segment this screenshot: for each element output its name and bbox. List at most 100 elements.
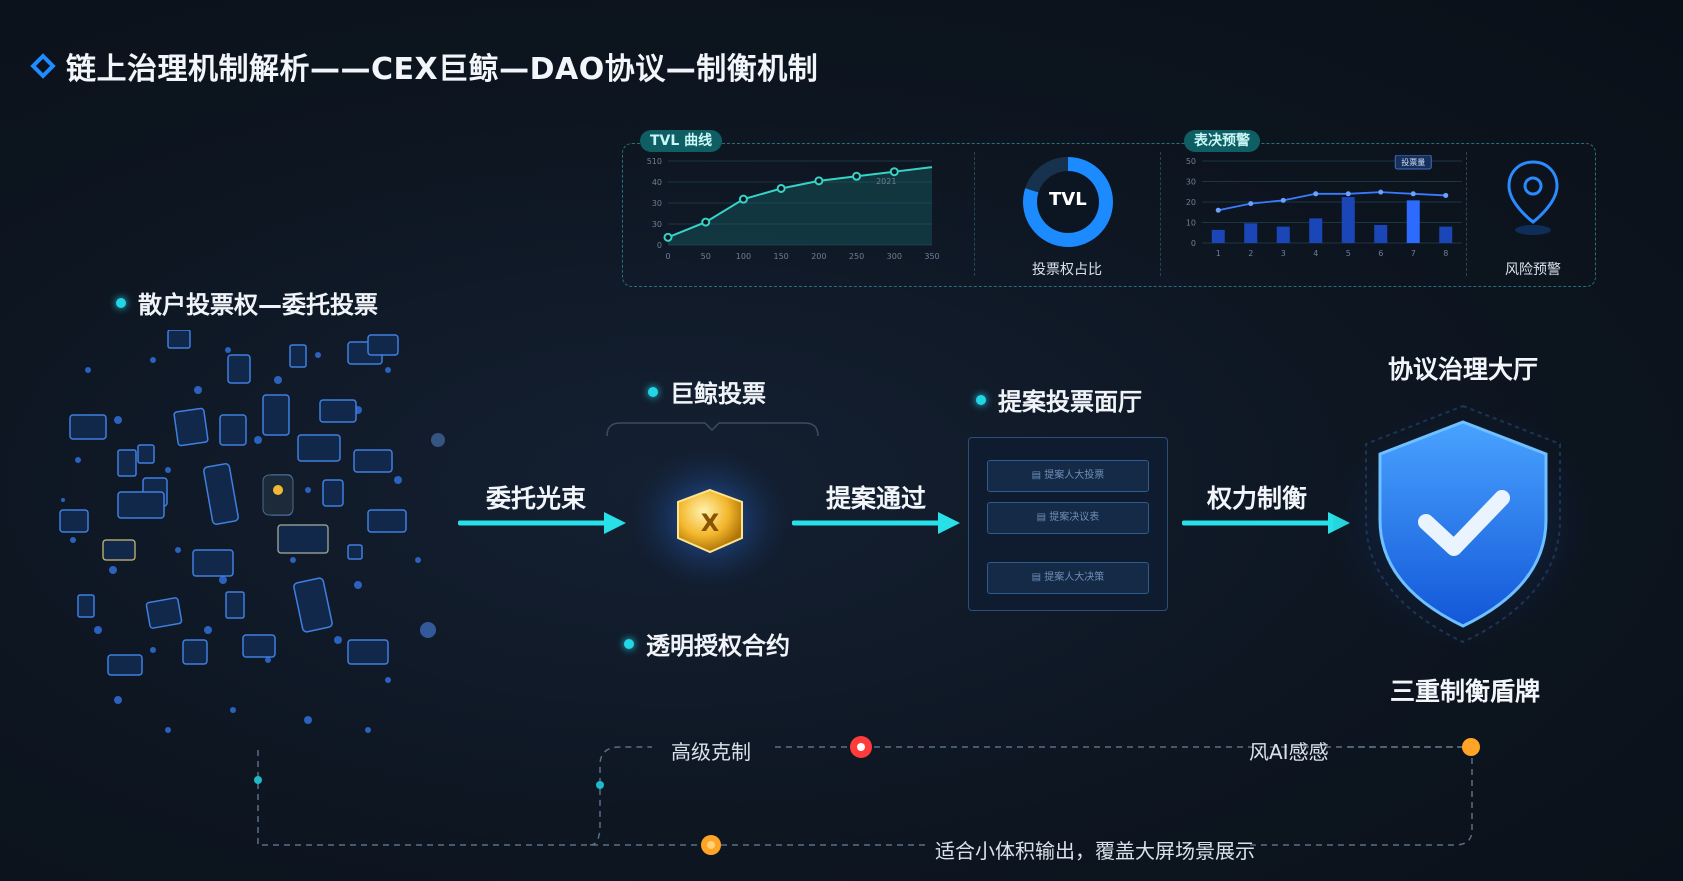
proposal-hall-label: 提案投票面厅: [976, 382, 1142, 417]
proposal-item[interactable]: ▤ 提案人大投票: [987, 460, 1149, 492]
x-tick-label: 2: [1248, 249, 1253, 258]
bottom-label-2: 风AI感感: [1249, 740, 1329, 764]
delegation-arrow: [458, 512, 626, 534]
tvl-point: [738, 194, 748, 204]
vote-trend-point: [1345, 191, 1351, 197]
highlight-cards: [102, 474, 329, 561]
crowd-dots: [61, 347, 445, 733]
voting-share-donut: [1023, 157, 1113, 247]
vote-trend-point: [1378, 189, 1384, 195]
y-tick-label: 30: [652, 199, 662, 208]
donut-slice: [1023, 157, 1113, 247]
tvl-area: [668, 167, 932, 245]
vote-trend-point: [1410, 191, 1416, 197]
vote-bar: [1439, 226, 1453, 243]
y-tick-label: 50: [1186, 157, 1196, 166]
tvl-year-label: 2021: [876, 177, 896, 186]
tvl-line: [667, 166, 933, 239]
divider: [974, 152, 977, 276]
bottom-label-3: 适合小体积输出，覆盖大屏场景展示: [935, 839, 1255, 863]
voting-share-caption: 投票权占比: [1032, 262, 1102, 278]
x-tick-label: 200: [811, 252, 826, 261]
divider: [1466, 152, 1469, 276]
tvl-chip: TVL 曲线: [640, 130, 723, 152]
donut-hole: [1038, 172, 1098, 232]
voter-cards: [59, 330, 407, 676]
x-tick-label: 3: [1281, 249, 1286, 258]
whale-bracket: [606, 422, 819, 437]
whale-token-graphic: X: [620, 440, 800, 600]
shield-graphic: [1333, 404, 1593, 645]
proposal-hall-text: 提案投票面厅: [998, 388, 1142, 416]
vote-trend-line: [1218, 191, 1446, 212]
vote-bar: [1406, 200, 1420, 243]
proposal-item[interactable]: ▤ 提案人大决策: [987, 562, 1149, 594]
retail-voting-text: 散户投票权—委托投票: [138, 291, 378, 319]
triple-shield-label: 三重制衡盾牌: [1390, 677, 1541, 706]
retail-voting-label: 散户投票权—委托投票: [116, 285, 378, 320]
donut-center-label: TVL: [1049, 189, 1087, 210]
y-tick-label: 30: [1186, 178, 1196, 187]
retail-crowd-graphic: [59, 330, 445, 733]
vote-bar: [1244, 223, 1258, 243]
transparent-contract-text: 透明授权合约: [646, 632, 790, 660]
protocol-hall-title: 协议治理大厅: [1388, 355, 1539, 384]
risk-warning-caption: 风险预警: [1505, 262, 1561, 278]
bullet-icon: [624, 638, 634, 649]
risk-location-icon: [1507, 160, 1559, 235]
page-title-text: 链上治理机制解析——CEX巨鲸—DAO协议—制衡机制: [66, 52, 819, 87]
x-tick-label: 8: [1443, 249, 1448, 258]
y-tick-label: 10: [1186, 219, 1196, 228]
diamond-icon: [30, 53, 56, 79]
y-tick-label: 0: [1191, 239, 1196, 248]
page-title: 链上治理机制解析——CEX巨鲸—DAO协议—制衡机制: [30, 44, 819, 88]
bottom-flow-lines: [254, 736, 1480, 855]
vote-bar: [1341, 197, 1355, 243]
tvl-point: [776, 183, 786, 193]
proposal-arrow: [792, 512, 960, 534]
svg-text:X: X: [701, 509, 720, 537]
vote-bar: [1309, 218, 1323, 243]
tvl-point: [889, 167, 899, 177]
vote-warning-chip: 表决预警: [1184, 130, 1260, 152]
vote-bar: [1211, 229, 1225, 243]
tvl-point: [814, 176, 824, 186]
transparent-contract-label: 透明授权合约: [624, 626, 790, 661]
vote-bar: [1276, 226, 1290, 243]
bullet-icon: [648, 386, 658, 397]
balance-arrow: [1182, 512, 1350, 534]
whale-vote-label: 巨鲸投票: [648, 374, 766, 409]
bottom-label-1: 高级克制: [671, 740, 751, 764]
bar-tooltip-text: 投票量: [1401, 157, 1425, 167]
tvl-point: [701, 217, 711, 227]
tvl-point: [852, 171, 862, 181]
vote-trend-point: [1313, 191, 1319, 197]
delegation-beam-label: 委托光束: [486, 484, 587, 513]
y-tick-label: 0: [657, 241, 662, 250]
whale-vote-text: 巨鲸投票: [670, 380, 766, 408]
y-tick-label: 20: [1186, 198, 1196, 207]
metrics-panel: [622, 143, 1596, 287]
vote-trend-point: [1248, 201, 1254, 207]
x-tick-label: 150: [774, 252, 789, 261]
proposal-panel: ▤ 提案人大投票 ▤ 提案决议表 ▤ 提案人大决策: [968, 437, 1168, 611]
donut-slice: [1025, 157, 1069, 193]
x-tick-label: 100: [736, 252, 751, 261]
y-tick-label: 510: [647, 157, 662, 166]
x-tick-label: 300: [887, 252, 902, 261]
power-balance-label: 权力制衡: [1207, 484, 1308, 513]
x-tick-label: 4: [1313, 249, 1318, 258]
x-tick-label: 6: [1378, 249, 1383, 258]
vote-trend-point: [1215, 207, 1221, 213]
bullet-icon: [116, 297, 126, 308]
vote-bar: [1374, 224, 1388, 243]
proposal-item[interactable]: ▤ 提案决议表: [987, 502, 1149, 534]
vote-trend-point: [1443, 192, 1449, 198]
bar-tooltip: [1394, 155, 1432, 170]
x-tick-label: 350: [924, 252, 939, 261]
y-tick-label: 40: [652, 178, 662, 187]
x-tick-label: 1: [1216, 249, 1221, 258]
x-tick-label: 50: [701, 252, 711, 261]
y-tick-label: 30: [652, 220, 662, 229]
